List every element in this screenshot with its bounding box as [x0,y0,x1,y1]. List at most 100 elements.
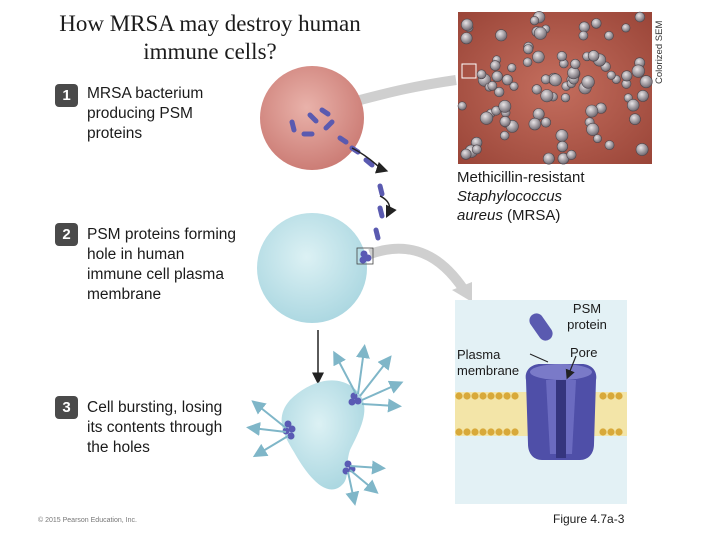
coccus [639,75,653,89]
coccus [606,70,616,80]
coccus [578,21,590,33]
lipid-head [511,428,519,436]
coccus [556,51,568,62]
coccus [494,86,505,98]
pore-cluster-step2 [356,247,374,265]
step-2-text: PSM proteins forming hole in human immun… [87,226,237,303]
lipid-head [615,392,623,400]
coccus [523,44,534,55]
sem-label: Colorized SEM [654,20,665,84]
immune-cell [257,213,367,323]
bursting-cell [281,380,365,490]
lipid-head [455,428,463,436]
coccus [495,29,508,42]
step-1-number: 1 [55,84,78,107]
coccus [498,100,512,113]
coccus [585,104,599,118]
coccus [460,148,472,160]
lipid-head [463,428,471,436]
step-2-number: 2 [55,223,78,246]
psm-protein-detail [529,313,553,341]
lipid-head [463,392,471,400]
coccus [555,129,569,142]
coccus [591,18,602,29]
step-3-text: Cell bursting, losing its contents throu… [87,399,223,456]
coccus [457,101,467,111]
psm-proteins [289,107,385,241]
lipid-head [487,392,495,400]
coccus [460,32,473,45]
coccus [604,31,614,41]
coccus [528,117,541,131]
coccus [540,74,551,85]
pore-protein [525,364,597,460]
coccus [531,84,542,95]
coccus [461,18,474,31]
coccus [509,81,519,91]
coccus [491,70,503,82]
coccus [578,30,589,41]
coccus [542,152,555,165]
coccus [586,122,600,136]
coccus [635,143,649,156]
coccus [487,80,498,91]
coccus [634,11,646,23]
coccus [566,149,577,160]
coccus [604,140,615,150]
lipid-head [615,428,623,436]
coccus [631,64,645,78]
lipid-head [479,428,487,436]
figure-number: Figure 4.7a-3 [553,512,625,526]
lipid-head [607,392,615,400]
lipid-head [495,392,503,400]
coccus [556,140,569,153]
coccus [479,111,494,125]
coccus [560,93,571,103]
page-title: How MRSA may destroy human immune cells? [59,11,361,64]
mrsa-caption-line3-italic: aureus [457,207,503,224]
copyright: © 2015 Pearson Education, Inc. [38,517,137,524]
coccus [581,75,595,89]
coccus [489,60,501,71]
lipid-head [503,392,511,400]
coccus [522,57,533,67]
coccus [587,50,600,62]
coccus [476,69,487,80]
coccus [621,23,631,33]
psm-protein-label: PSM protein [567,301,607,332]
coccus [629,113,641,125]
mrsa-caption-line2: Staphylococcus [457,188,563,205]
cell-contents-arrows [246,344,404,506]
coccus [471,144,482,155]
coccus [501,74,513,86]
pore-label: Pore [570,345,598,360]
callout-arrow-pore [368,243,469,293]
coccus [540,89,554,103]
coccus [593,134,602,143]
coccus [626,98,640,112]
coccus [500,130,510,141]
lipid-head [607,428,615,436]
lipid-head [599,428,607,436]
coccus [533,26,547,40]
mrsa-caption-line1: Methicillin-resistant [457,169,585,186]
lipid-head [487,428,495,436]
step-1-text: MRSA bacterium producing PSM proteins [87,85,204,142]
lipid-head [471,392,479,400]
mrsa-caption: Methicillin-resistant Staphylococcus aur… [457,168,637,225]
lipid-head [511,392,519,400]
sem-micrograph [457,11,653,165]
coccus [499,116,511,128]
coccus [621,70,633,82]
mrsa-caption-line3-rest: (MRSA) [502,207,561,224]
coccus [637,90,649,102]
lipid-head [479,392,487,400]
coccus [570,58,581,70]
step-3-number: 3 [55,396,78,419]
coccus [540,117,552,128]
lipid-head [599,392,607,400]
lipid-head [503,428,511,436]
coccus [529,15,540,26]
lipid-head [495,428,503,436]
